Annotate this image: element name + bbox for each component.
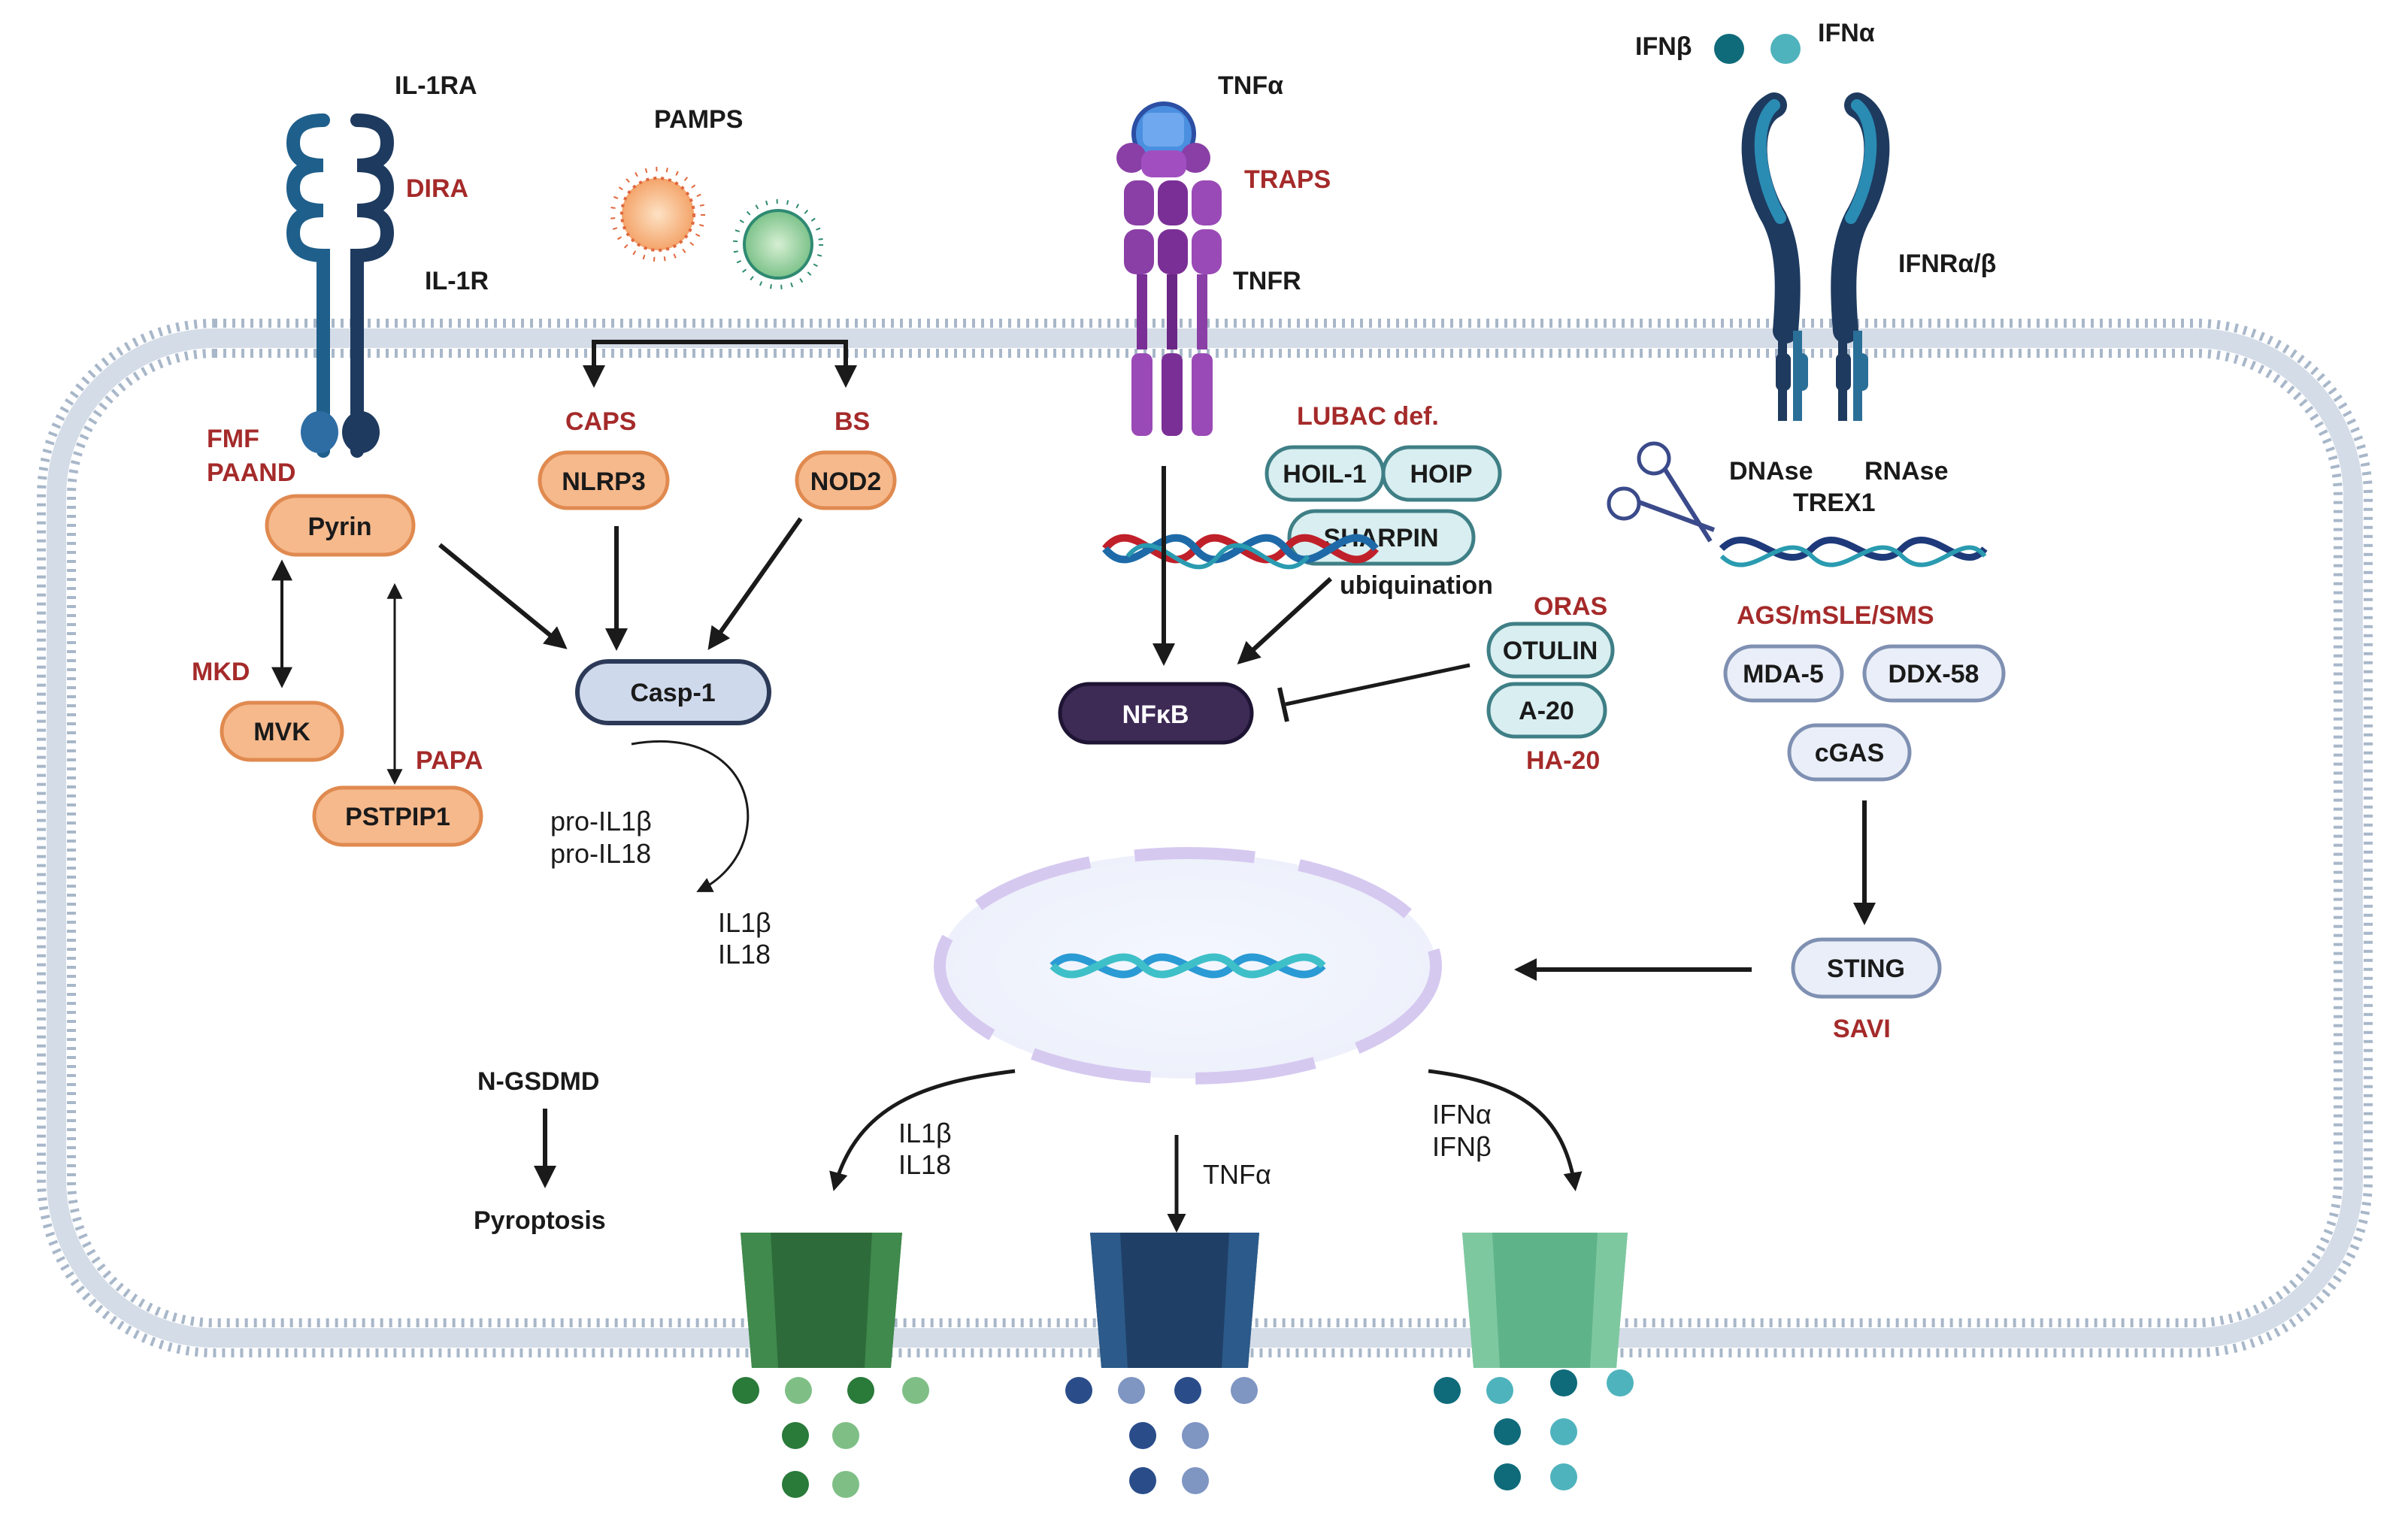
- pro-il1b-label: pro-IL1β: [550, 806, 652, 837]
- pamps-label: PAMPS: [654, 105, 743, 134]
- pro-il18-label: pro-IL18: [550, 838, 651, 869]
- oras-label: ORAS: [1534, 592, 1607, 621]
- pstpip1-node: PSTPIP1: [312, 785, 483, 847]
- nfkb-text: NFκB: [1122, 700, 1189, 729]
- il1ra-label: IL-1RA: [395, 71, 477, 100]
- virus-orange-icon: [610, 167, 705, 262]
- hoip-text: HOIP: [1410, 460, 1472, 489]
- bs-label: BS: [834, 407, 870, 436]
- lubac-label: LUBAC def.: [1297, 402, 1439, 431]
- mda5-node: MDA-5: [1723, 644, 1844, 703]
- nod2-node: NOD2: [795, 450, 897, 510]
- secreted-il1b-label: IL1β: [898, 1118, 952, 1148]
- savi-label: SAVI: [1833, 1015, 1891, 1043]
- il1-particles: [732, 1377, 929, 1498]
- nlrp3-node: NLRP3: [538, 450, 670, 510]
- a20-text: A-20: [1519, 697, 1574, 725]
- ngsdmd-label: N-GSDMD: [477, 1067, 599, 1096]
- channel-mint: [1462, 1233, 1628, 1368]
- pyroptosis-label: Pyroptosis: [474, 1206, 606, 1235]
- sting-text: STING: [1827, 955, 1905, 983]
- channel-navy: [1090, 1233, 1259, 1368]
- cleavage-arrow: [631, 740, 750, 892]
- mvk-node: MVK: [220, 700, 344, 762]
- ifnr-receptor: [1741, 92, 1890, 421]
- pstpip1-text: PSTPIP1: [345, 803, 450, 831]
- cgas-node: cGAS: [1787, 723, 1912, 782]
- pamps-branch-arrows: [583, 340, 857, 388]
- sharpin-text: SHARPIN: [1323, 524, 1438, 552]
- tnfr-label: TNFR: [1233, 267, 1301, 295]
- secreted-il18-label: IL18: [898, 1149, 951, 1180]
- paand-label: PAAND: [207, 458, 295, 487]
- fmf-label: FMF: [207, 425, 259, 453]
- mda5-text: MDA-5: [1743, 660, 1824, 688]
- sting-node: STING: [1791, 937, 1942, 999]
- nod2-text: NOD2: [810, 467, 881, 496]
- il18-mature-label: IL18: [718, 939, 771, 970]
- dnase-label: DNAse: [1729, 457, 1813, 486]
- il1r-receptor: [286, 113, 395, 458]
- il1r-label: IL-1R: [425, 267, 489, 295]
- ifna-ligand-icon: [1770, 34, 1801, 64]
- ubiquination-label: ubiquination: [1340, 571, 1493, 600]
- secreted-ifna-label: IFNα: [1432, 1099, 1492, 1130]
- casp1-text: Casp-1: [630, 679, 715, 707]
- ifn-particles: [1434, 1369, 1634, 1490]
- hoip-node: HOIP: [1381, 445, 1502, 502]
- il1b-mature-label: IL1β: [718, 907, 771, 938]
- otulin-text: OTULIN: [1503, 637, 1598, 665]
- ifnr-label: IFNRα/β: [1898, 250, 1996, 278]
- dna-helix-ifn: [1719, 536, 1988, 567]
- otulin-node: OTULIN: [1486, 622, 1615, 679]
- papa-label: PAPA: [416, 746, 483, 775]
- rnase-label: RNAse: [1864, 457, 1948, 486]
- a20-node: A-20: [1486, 682, 1607, 739]
- scissors-icon: [1607, 441, 1716, 543]
- mvk-text: MVK: [253, 718, 310, 746]
- cgas-text: cGAS: [1815, 739, 1885, 767]
- ddx58-text: DDX-58: [1889, 660, 1979, 688]
- dira-label: DIRA: [406, 174, 468, 203]
- tnf-particles: [1065, 1377, 1258, 1494]
- secreted-ifnb-label: IFNβ: [1432, 1131, 1492, 1162]
- pyrin-node: Pyrin: [265, 494, 416, 557]
- ags-label: AGS/mSLE/SMS: [1737, 601, 1934, 630]
- nlrp3-text: NLRP3: [562, 467, 645, 496]
- hoil1-node: HOIL-1: [1265, 445, 1386, 502]
- dna-helix-nucleus: [1050, 953, 1326, 979]
- ubiquination-arrow: [1237, 576, 1333, 665]
- ddx58-node: DDX-58: [1862, 644, 2006, 703]
- inflammasome-arrows: [271, 517, 803, 785]
- dna-helix-red-blue: [1102, 534, 1379, 570]
- caps-label: CAPS: [565, 407, 636, 436]
- casp1-node: Casp-1: [575, 659, 771, 725]
- tnfr-receptor: [1116, 101, 1222, 436]
- ha20-label: HA-20: [1526, 746, 1600, 775]
- mkd-label: MKD: [192, 658, 250, 686]
- pyrin-text: Pyrin: [307, 513, 371, 541]
- virus-green-icon: [733, 199, 823, 289]
- ifna-ligand-label: IFNα: [1818, 19, 1875, 47]
- tnfa-ligand-label: TNFα: [1218, 71, 1283, 100]
- ifnb-ligand-icon: [1714, 34, 1744, 64]
- traps-label: TRAPS: [1244, 165, 1331, 194]
- otulin-inhibition-line: [1277, 663, 1471, 722]
- hoil1-text: HOIL-1: [1283, 460, 1366, 489]
- ifnb-ligand-label: IFNβ: [1635, 32, 1692, 61]
- secreted-tnfa-label: TNFα: [1203, 1159, 1271, 1190]
- channel-green-dark: [741, 1233, 902, 1368]
- secretion-arrows: [829, 1069, 1583, 1233]
- nfkb-node: NFκB: [1058, 682, 1254, 745]
- trex1-label: TREX1: [1793, 489, 1876, 517]
